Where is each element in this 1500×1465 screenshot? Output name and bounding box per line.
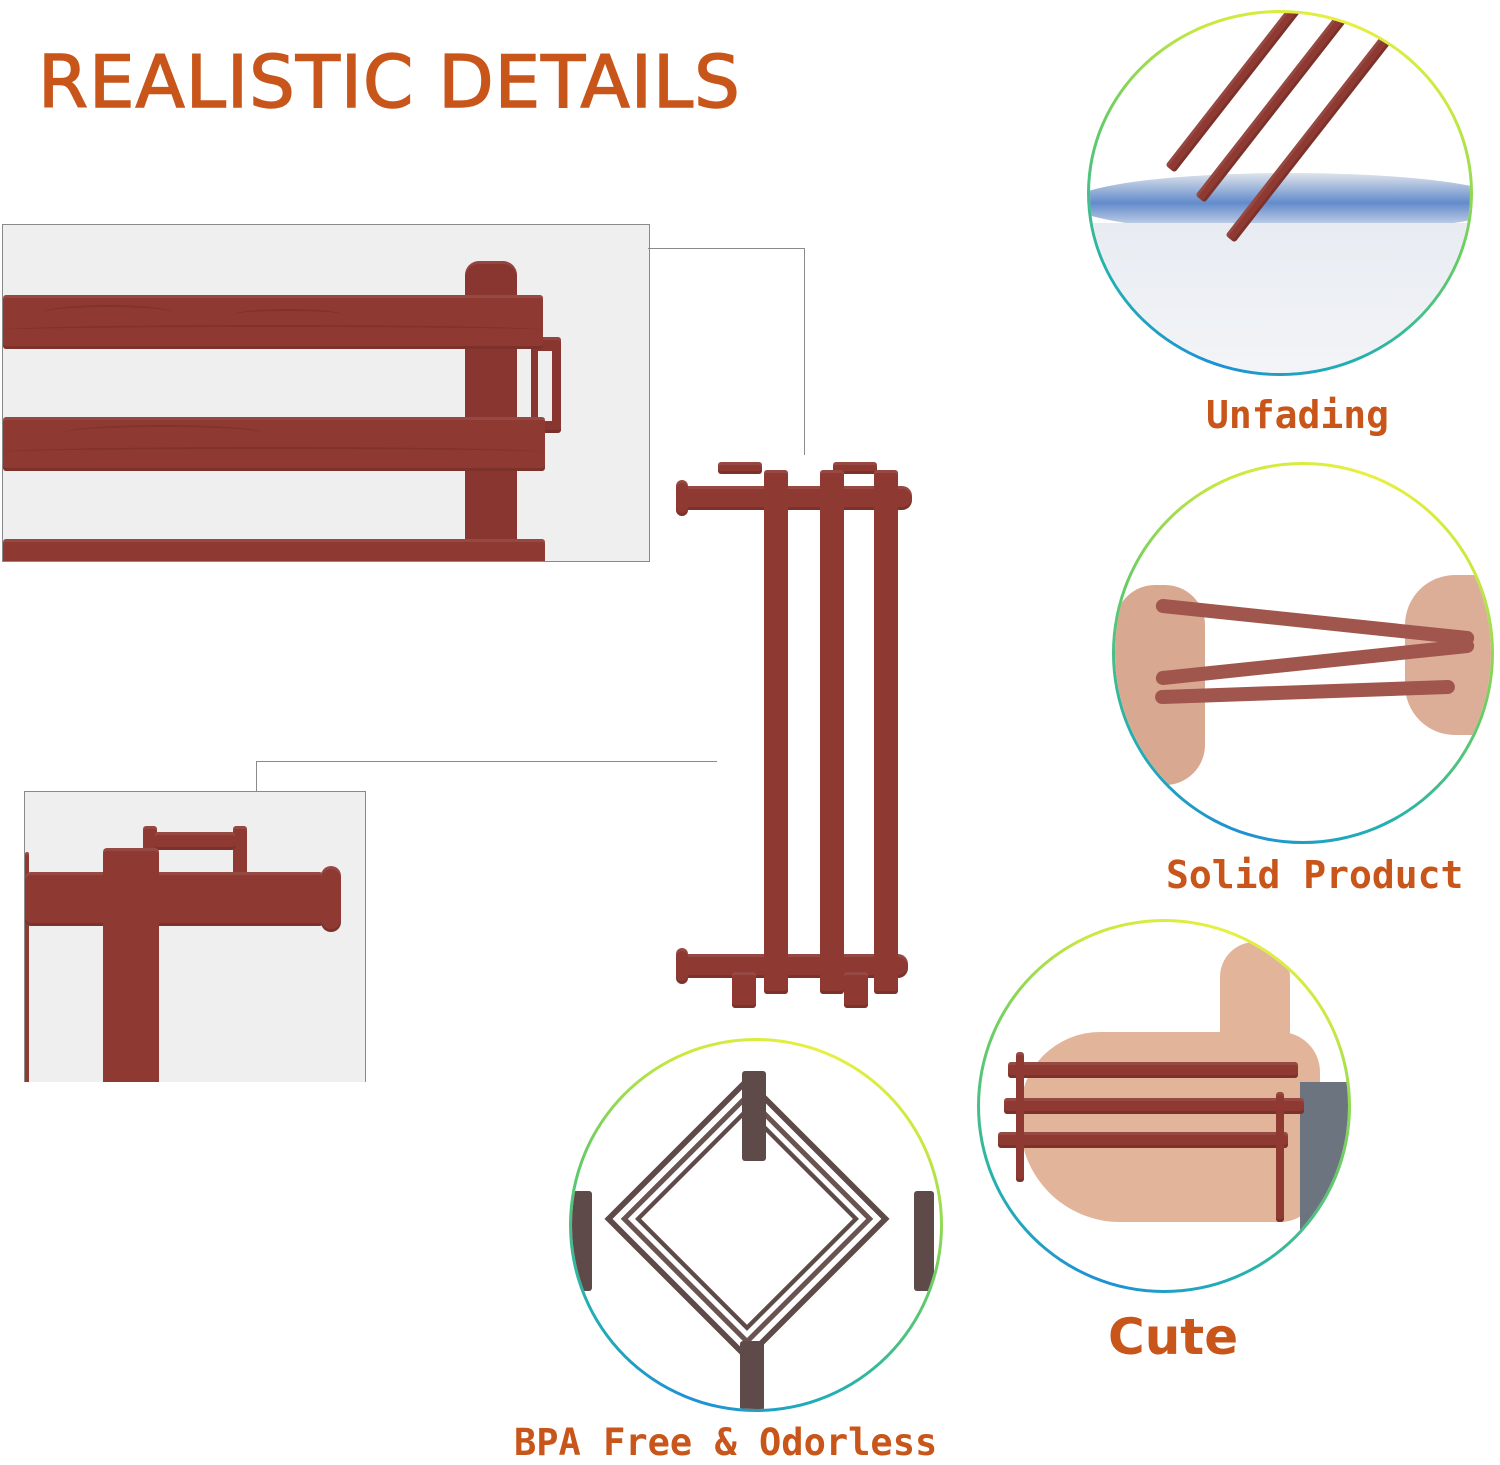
fence-panel-full-image [668,462,918,1018]
connector-line [648,248,805,455]
cute-caption: Cute [1108,1308,1239,1366]
bpa-free-caption: BPA Free & Odorless [514,1421,938,1464]
unfading-caption: Unfading [1206,393,1390,437]
page-title: REALISTIC DETAILS [37,40,741,124]
solid-product-feature-image [1112,462,1494,844]
fence-post-closeup-image [24,791,366,1082]
unfading-feature-image [1087,10,1473,376]
solid-product-caption: Solid Product [1166,853,1464,897]
cute-feature-image [977,919,1351,1293]
bpa-free-feature-image [569,1038,943,1412]
connector-line [256,761,717,792]
fence-rail-closeup-image [2,224,650,562]
